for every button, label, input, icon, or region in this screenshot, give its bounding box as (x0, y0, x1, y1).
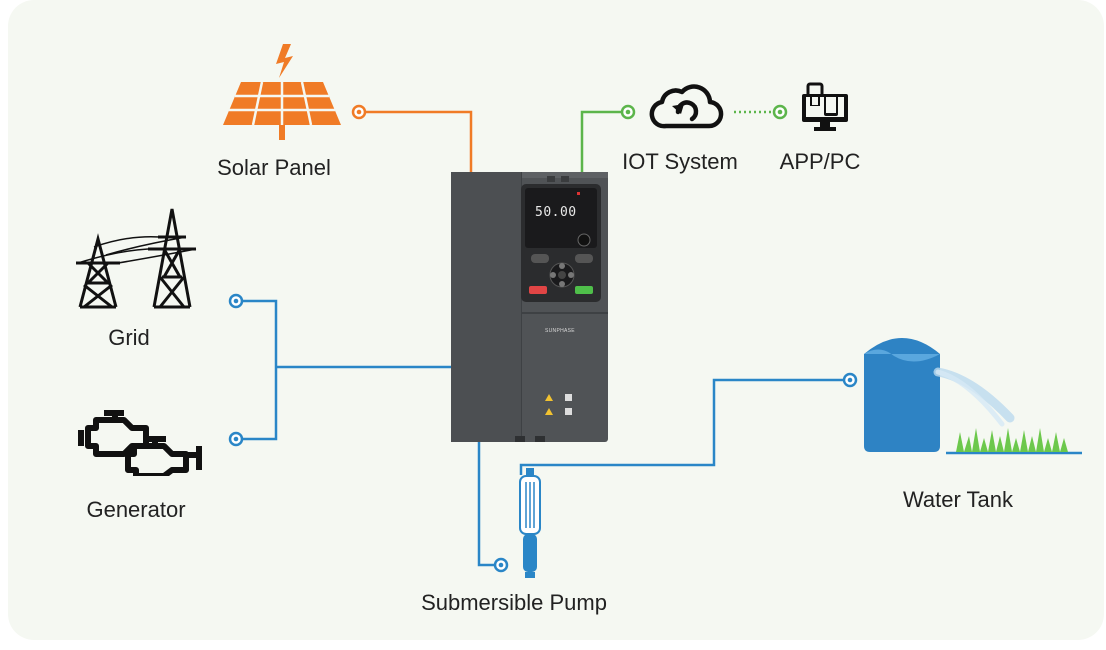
diagram-canvas: Solar Panel IOT System APP/PC (8, 0, 1104, 640)
connection-lines (228, 104, 858, 573)
water-tank-icon (864, 338, 1082, 455)
iot-system-label: IOT System (622, 149, 738, 174)
grid-line (242, 299, 278, 441)
solar-line (365, 110, 473, 172)
solar-panel-icon (223, 44, 341, 140)
generator-icon (78, 410, 202, 476)
pump-line (477, 442, 495, 567)
app-pc-label: APP/PC (779, 149, 861, 174)
solar-pump-inverter: 50.00 SUNPHASE (451, 172, 608, 442)
tank-line (519, 378, 844, 475)
inverter-brand-label: SUNPHASE (545, 328, 575, 334)
solar-panel-label: Solar Panel (217, 155, 331, 180)
water-tank-label: Water Tank (902, 487, 1014, 512)
power-tower-icon (76, 208, 197, 309)
submersible-pump-icon (519, 468, 541, 578)
iot-line (580, 110, 622, 172)
grid-label: Grid (108, 325, 150, 350)
cloud-icon (649, 84, 724, 129)
generator-label: Generator (86, 497, 186, 522)
devices-icon (802, 82, 848, 131)
inverter-display-readout: 50.00 (535, 205, 577, 220)
submersible-pump-label: Submersible Pump (421, 590, 607, 615)
